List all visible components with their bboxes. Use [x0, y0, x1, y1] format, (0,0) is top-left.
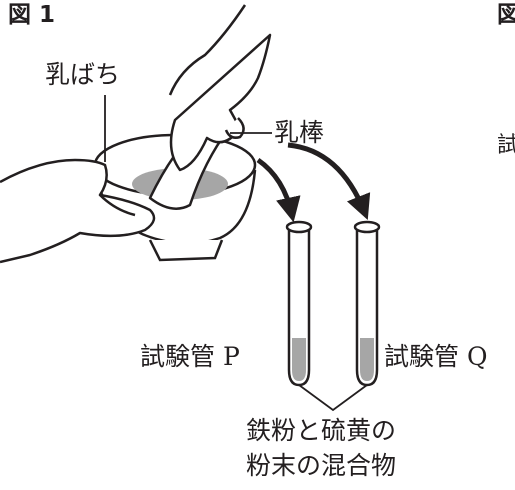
pestle-label: 乳棒 [274, 118, 325, 147]
mixture-bracket [298, 384, 368, 412]
cut-label-right: 試 [497, 133, 515, 158]
powder-in-tube-q [360, 338, 374, 381]
tube-q-label: 試験管 Q [384, 342, 488, 371]
tube-p-label: 試験管 P [140, 342, 240, 371]
mixture-label-line2: 粉末の混合物 [246, 451, 397, 480]
figure-title-right-partial: 図 [497, 2, 515, 28]
mortar-label: 乳ばち [45, 60, 121, 89]
figure-title: 図 1 [8, 2, 56, 28]
powder-in-tube-p [292, 338, 306, 381]
mixture-label-line1: 鉄粉と硫黄の [246, 416, 397, 445]
hand-holding-mortar [0, 158, 156, 264]
hand-holding-pestle [168, 4, 272, 172]
test-tube-p [285, 220, 313, 387]
test-tube-q [353, 220, 381, 387]
arrow-to-tube-q [287, 142, 371, 220]
arrow-to-tube-p [256, 157, 301, 223]
